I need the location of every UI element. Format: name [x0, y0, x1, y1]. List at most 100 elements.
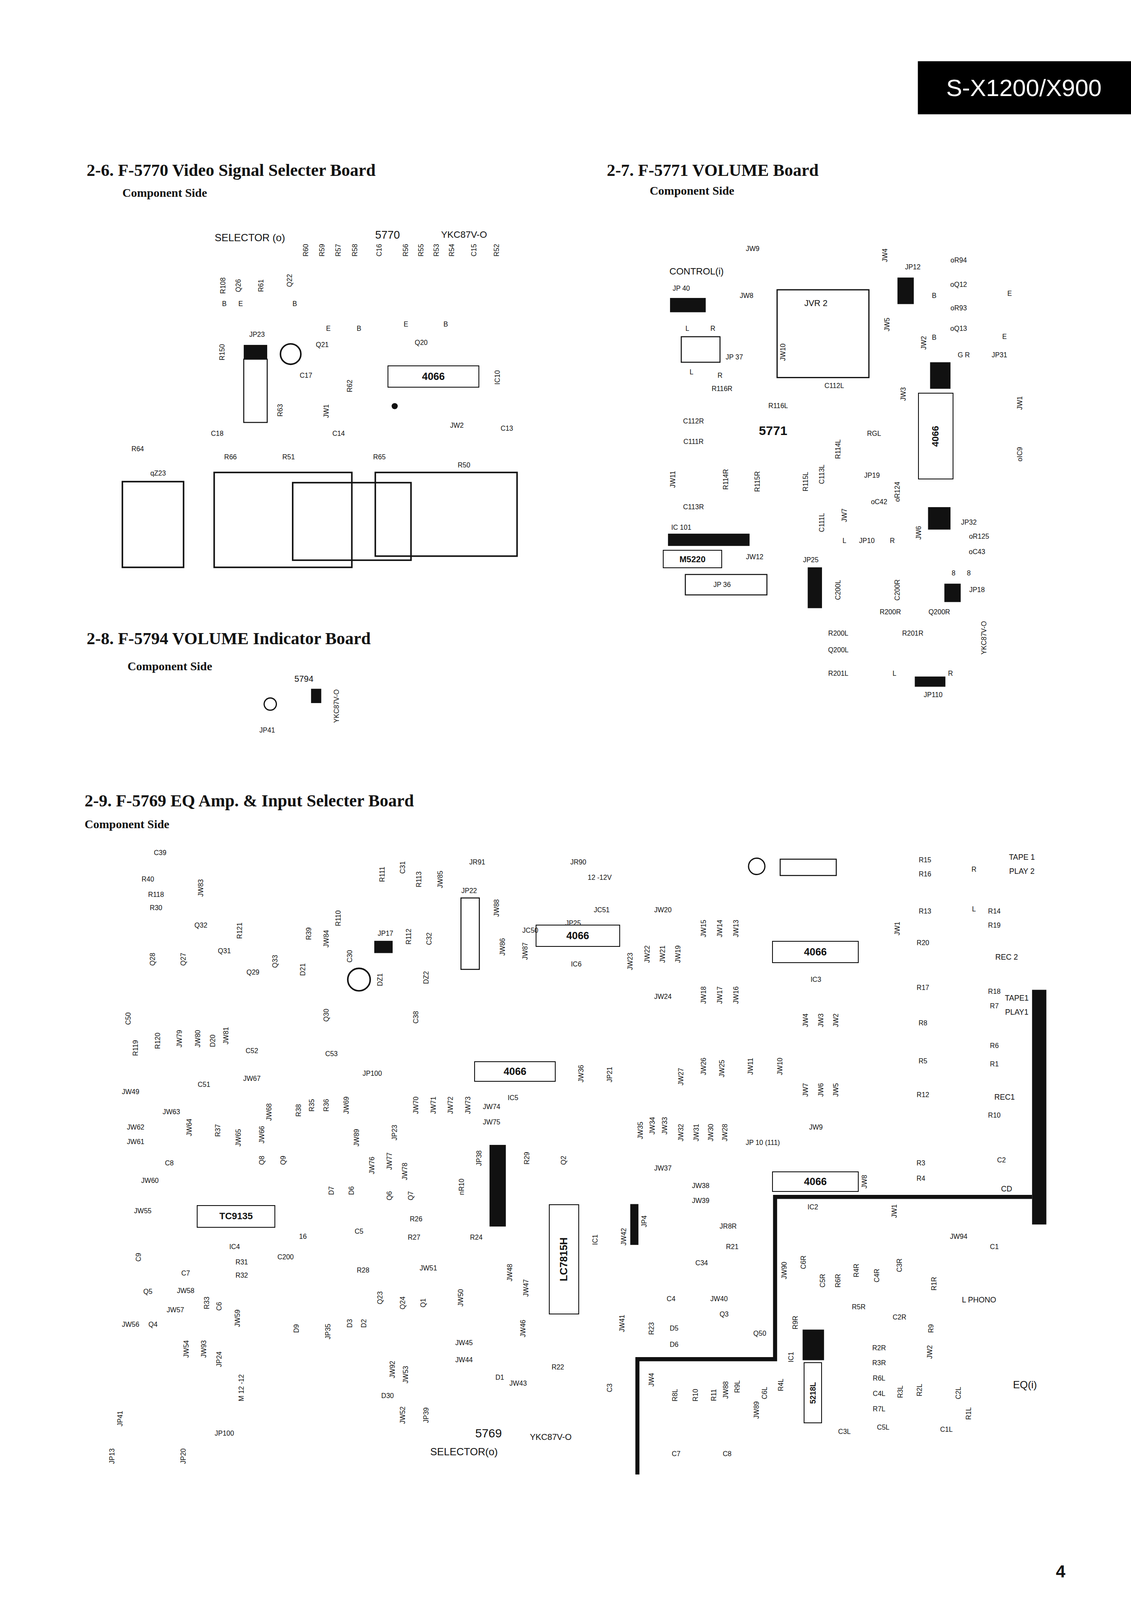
component-label: C5: [354, 1227, 364, 1235]
component-label: R64: [131, 445, 144, 453]
component-label: L: [689, 368, 694, 376]
component-label: C52: [245, 1047, 259, 1055]
led-circle: [264, 697, 277, 711]
component-label: 5770: [375, 229, 400, 241]
component-label: R9R: [792, 1315, 799, 1330]
component-label: JP 40: [672, 285, 691, 292]
component-label: E: [1002, 333, 1007, 341]
component-label: R40: [141, 875, 155, 883]
jumper-block: [670, 297, 706, 312]
component-label: JW4: [648, 1372, 656, 1387]
component-label: R7L: [872, 1405, 886, 1413]
component-label: D9: [293, 1323, 301, 1333]
ic-part-number: 4066: [422, 371, 445, 382]
component-label: Q22: [286, 274, 294, 287]
component-label: JW32: [677, 1123, 685, 1142]
component-label: D6: [348, 1186, 356, 1195]
component-label: JW22: [644, 944, 651, 963]
component-label: R1L: [965, 1406, 973, 1420]
component-label: R59: [318, 243, 326, 257]
component-label: R7: [990, 1002, 999, 1010]
component-label: JW11: [669, 471, 677, 489]
component-label: IC1: [787, 1351, 795, 1363]
component-label: C3R: [896, 1258, 904, 1272]
capacitor-circle: [347, 967, 371, 991]
component-label: JW61: [126, 1138, 145, 1146]
component-label: RGL: [866, 430, 881, 438]
component-label: D20: [209, 1034, 217, 1047]
component-label: R: [971, 865, 977, 873]
component-label: JP17: [377, 929, 394, 937]
component-label: JW62: [126, 1123, 145, 1131]
component-label: C53: [325, 1050, 338, 1058]
component-label: C16: [376, 243, 383, 257]
component-label: R16: [918, 870, 932, 878]
component-label: JW8: [861, 1174, 869, 1189]
component-label: B: [931, 334, 937, 342]
board-edge: [649, 204, 1102, 715]
component-label: Q27: [180, 952, 187, 966]
component-label: Q200R: [928, 608, 951, 616]
component-label: R66: [224, 453, 237, 461]
component-label: L: [972, 905, 977, 913]
component-label: JP 36: [713, 581, 731, 589]
component-label: C200L: [834, 579, 842, 600]
component-label: E: [326, 325, 331, 333]
component-label: JW17: [716, 985, 724, 1004]
component-label: JW8: [739, 292, 754, 300]
component-label: R10: [692, 1388, 700, 1401]
component-label: oR94: [950, 256, 967, 264]
component-label: M 12 -12: [238, 1373, 245, 1401]
component-label: JW73: [464, 1096, 472, 1114]
component-label: PLAY 2: [1009, 867, 1035, 875]
connector-outline: [292, 482, 412, 561]
component-label: JP38: [475, 1150, 483, 1166]
component-label: JW13: [732, 919, 740, 938]
component-label: R120: [154, 1032, 162, 1049]
jumper-block: [489, 1144, 506, 1227]
copper-area: [94, 844, 1047, 1467]
ic-part-number: 4066: [566, 930, 589, 941]
component-label: CD: [1000, 1184, 1012, 1193]
component-label: JW1: [323, 404, 330, 418]
component-label: C13: [500, 425, 514, 432]
component-label: L: [892, 670, 897, 677]
component-label: Q6: [386, 1191, 394, 1201]
component-label: JW31: [693, 1123, 700, 1142]
board-side: Component Side: [84, 817, 170, 831]
component-label: JVR 2: [804, 298, 828, 308]
component-label: R: [710, 325, 716, 333]
component-label: C200: [277, 1253, 294, 1261]
component-label: E: [1007, 290, 1012, 298]
component-label: B: [292, 300, 298, 308]
component-label: YKC87V-O: [529, 1432, 572, 1441]
ic-body-bar: [667, 533, 750, 546]
component-label: C38: [412, 1010, 420, 1024]
component-label: IC2: [807, 1203, 819, 1211]
component-label: C7: [181, 1269, 190, 1277]
component-label: C14: [332, 430, 345, 438]
ic-part-number: LC7815H: [558, 1236, 569, 1281]
component-label: EQ(i): [1012, 1379, 1037, 1390]
copper-area: [253, 667, 341, 739]
component-label: R30: [149, 904, 163, 912]
component-label: JP25: [565, 919, 581, 927]
component-label: JW30: [707, 1123, 715, 1142]
component-label: D3: [346, 1318, 354, 1328]
component-label: C9: [135, 1252, 143, 1262]
board-edge: [89, 204, 541, 589]
component-label: JW9: [809, 1123, 823, 1131]
component-label: R: [947, 670, 954, 677]
component-label: R3: [916, 1159, 926, 1167]
component-label: JW40: [710, 1295, 728, 1303]
component-label: R55: [417, 243, 425, 257]
jumper-block: [311, 688, 322, 703]
component-label: JP20: [180, 1448, 187, 1464]
component-label: JP110: [923, 691, 943, 699]
component-label: R10: [988, 1111, 1001, 1119]
connector-outline: [375, 472, 517, 557]
component-label: R14: [988, 907, 1001, 915]
component-label: JP12: [904, 263, 921, 271]
component-label: JW60: [141, 1177, 159, 1184]
connector-bar: [1031, 989, 1047, 1225]
